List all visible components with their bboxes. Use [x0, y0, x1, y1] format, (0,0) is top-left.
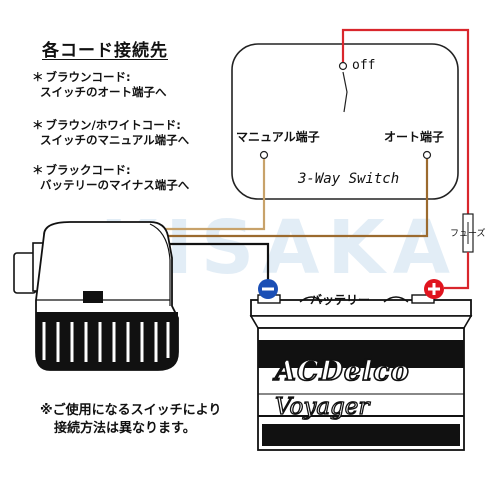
battery-brand: ACDelco	[274, 355, 410, 388]
auto-terminal	[422, 150, 432, 160]
switch-box	[231, 43, 459, 200]
wire-brown-auto	[150, 159, 429, 238]
note-marker: ＊	[32, 70, 44, 84]
fuse-label: フューズ	[450, 229, 486, 239]
note-line2: バッテリーのマイナス端子へ	[40, 178, 190, 192]
note-brown: ＊ブラウンコード: スイッチのオート端子へ	[32, 70, 167, 100]
note-line2: スイッチのマニュアル端子へ	[40, 133, 190, 147]
battery-model: Voyager	[274, 393, 370, 420]
footnote-line1: ※ご使用になるスイッチにより	[40, 403, 222, 418]
manual-terminal	[259, 150, 269, 160]
switch-lever	[342, 71, 348, 113]
switch-auto-label: オート端子	[384, 130, 445, 144]
note-marker: ＊	[32, 163, 44, 177]
wire-red-to-switch	[341, 28, 470, 214]
note-marker: ＊	[32, 118, 44, 132]
bilge-pump	[13, 221, 179, 371]
note-line2: スイッチのオート端子へ	[40, 85, 167, 99]
wire-brown-white-manual	[150, 159, 266, 231]
note-line1: ブラックコード:	[45, 163, 131, 177]
note-black: ＊ブラックコード: バッテリーのマイナス端子へ	[32, 163, 189, 193]
switch-manual-label: マニュアル端子	[236, 130, 320, 144]
footnote-line2: 接続方法は異なります。	[54, 421, 196, 436]
wire-black	[150, 242, 270, 282]
note-line1: ブラウン/ホワイトコード:	[45, 118, 181, 132]
footnote: ※ご使用になるスイッチにより 接続方法は異なります。	[40, 402, 221, 438]
switch-name: 3-Way Switch	[298, 171, 400, 187]
note-brown-white: ＊ブラウン/ホワイトコード: スイッチのマニュアル端子へ	[32, 118, 189, 148]
page-title: 各コード接続先	[42, 41, 168, 61]
note-line1: ブラウンコード:	[45, 70, 131, 84]
switch-off-label: off	[352, 58, 376, 73]
battery-label: バッテリー	[310, 293, 371, 307]
battery	[249, 294, 473, 451]
off-terminal	[338, 61, 348, 71]
wire-red-to-battery	[444, 252, 470, 290]
